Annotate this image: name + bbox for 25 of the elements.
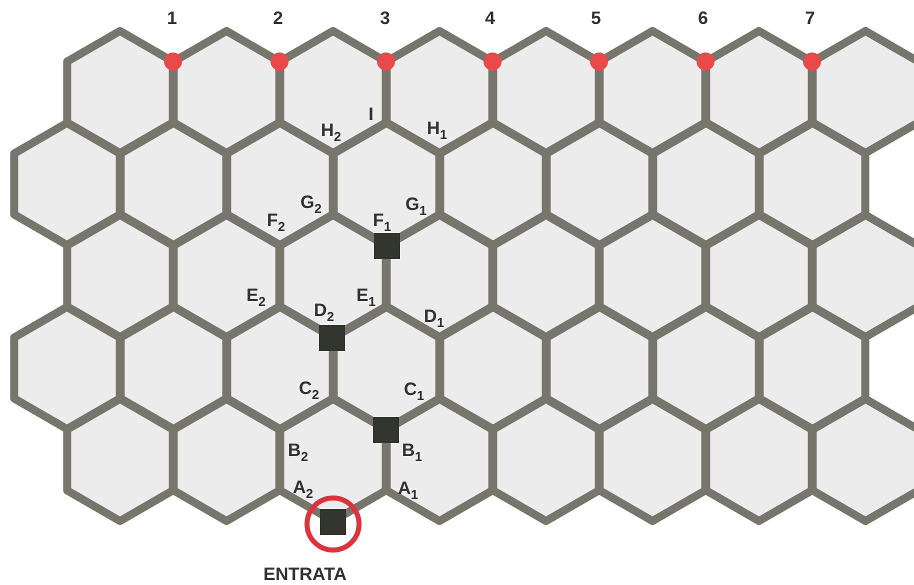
column-number: 1 (167, 9, 177, 27)
point-label: E$_{2}$ (246, 286, 266, 308)
point-label: E$_{1}$ (356, 286, 376, 308)
point-label: F$_{1}$ (372, 211, 392, 233)
column-number: 3 (380, 9, 390, 27)
point-label: A$_{1}$ (398, 479, 418, 501)
point-label: A$_{2}$ (292, 478, 314, 500)
point-label: B$_{2}$ (288, 441, 308, 463)
point-label: G$_{1}$ (405, 195, 427, 217)
entrance-label: ENTRATA (263, 565, 347, 583)
point-label: G$_{2}$ (300, 193, 322, 215)
column-number: 4 (485, 9, 495, 27)
point-label: F$_{2}$ (266, 211, 286, 233)
column-number: 2 (273, 9, 283, 27)
point-label: H$_{1}$ (426, 119, 448, 141)
column-number: 7 (805, 9, 815, 27)
point-label: C$_{1}$ (404, 380, 424, 402)
point-label: H$_{2}$ (320, 121, 342, 143)
point-label: C$_{2}$ (298, 379, 320, 401)
column-number: 5 (591, 9, 601, 27)
point-label: I (368, 105, 374, 123)
column-number: 6 (698, 9, 708, 27)
point-label: B$_{1}$ (402, 441, 422, 463)
point-label: D$_{1}$ (424, 307, 444, 329)
point-label: D$_{2}$ (314, 301, 334, 323)
